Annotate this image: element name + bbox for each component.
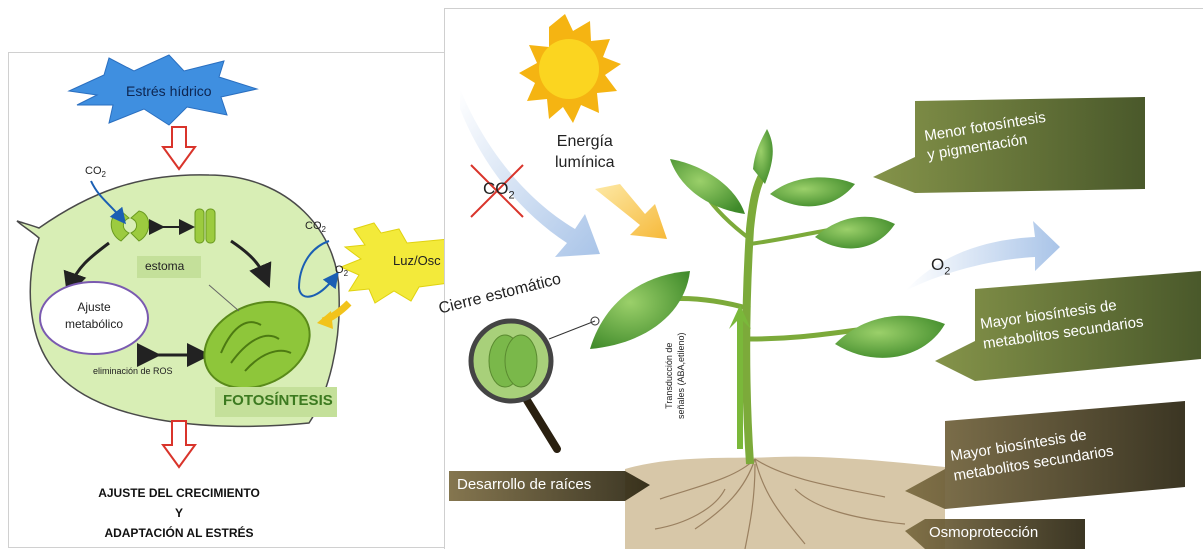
result-line3: ADAPTACIÓN AL ESTRÉS [79,523,279,543]
co2-right-sub: 2 [322,225,326,234]
co2-left-sub: 2 [102,170,106,179]
box-roots-label: Desarrollo de raíces [457,476,591,493]
co2-arrow-shape [460,89,600,257]
co2-rp-sub: 2 [509,189,515,201]
ajuste-line1: Ajuste [54,299,134,316]
leaf-shape [835,316,945,358]
result-line1: AJUSTE DEL CRECIMIENTO [79,483,279,503]
transduccion-line1: Transducción de [663,332,675,419]
o2-left-sub: 2 [344,269,348,278]
photosynthesis-label: FOTOSÍNTESIS [223,392,333,409]
co2-right-panel-label: CO2 [483,179,515,201]
energia-line2: lumínica [555,152,615,173]
leaf-shape [770,177,855,206]
result-label: AJUSTE DEL CRECIMIENTO Y ADAPTACIÓN AL E… [79,483,279,543]
co2-right-label: CO2 [305,220,326,234]
o2-rp-text: O [931,255,944,274]
ajuste-line2: metabólico [54,316,134,333]
transduccion-line2: señales (ABA,etileno) [675,332,687,419]
leaf-shape [815,217,895,249]
result-line2: Y [79,503,279,523]
co2-left-text: CO [85,165,102,177]
magnifier-icon [471,321,557,449]
signal-transduction-label: Transducción de señales (ABA,etileno) [663,332,687,419]
o2-left-text: O [335,264,344,276]
leaf-shape [753,129,773,184]
co2-left-label: CO2 [85,165,106,179]
leaf-shape [670,159,745,214]
light-dark-label: Luz/Osc [393,253,441,268]
o2-left-label: O2 [335,264,348,278]
o2-right-panel-label: O2 [931,255,950,277]
light-energy-label: Energía lumínica [555,131,615,173]
plant-stem-shape [746,174,763,464]
right-diagram-panel: Energía lumínica CO2 O2 Cierre estomátic… [444,8,1203,549]
sun-icon [519,14,621,123]
energia-line1: Energía [555,131,615,152]
down-arrow-icon [163,127,195,169]
co2-right-text: CO [305,220,322,232]
soil-roots-shape [625,457,945,549]
ros-label: eliminación de ROS [93,366,173,376]
stress-label: Estrés hídrico [126,83,212,99]
o2-rp-sub: 2 [944,265,950,277]
estoma-label: estoma [145,259,184,273]
co2-rp-text: CO [483,179,509,198]
o2-arrow-shape [905,221,1060,291]
light-energy-arrow-shape [595,184,667,239]
metabolic-adjustment-label: Ajuste metabólico [54,299,134,333]
left-diagram-panel: Estrés hídrico CO2 estoma CO2 O2 Ajuste … [8,52,450,548]
box-osmo-label: Osmoprotección [929,524,1038,541]
down-arrow-icon [163,421,195,467]
